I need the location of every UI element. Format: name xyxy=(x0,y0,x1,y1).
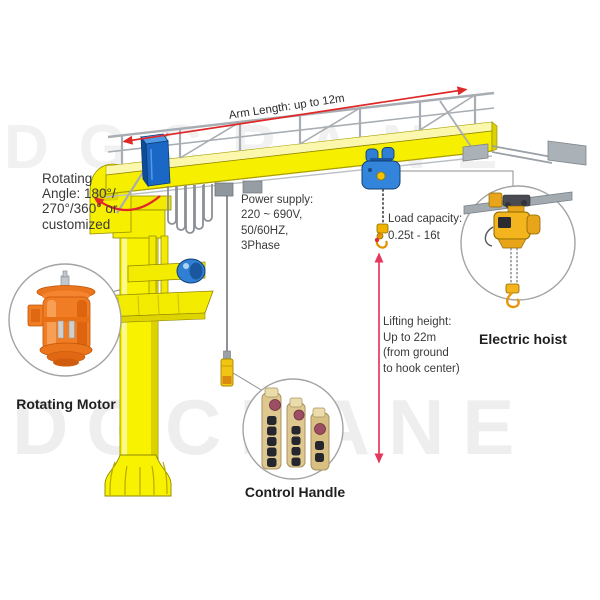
hoist-connector-line xyxy=(400,170,514,187)
rotating-angle-annotation: Rotating Angle: 180°/ 270°/360° or custo… xyxy=(42,171,117,232)
annotation-line: Power supply: xyxy=(241,194,314,206)
annotation-line: to hook center) xyxy=(383,362,460,375)
annotation-line: Rotating xyxy=(42,171,93,186)
annotation-line: 50/60HZ, xyxy=(241,224,289,237)
festoon-carrier xyxy=(214,182,234,197)
control-handle-image xyxy=(261,387,330,471)
load-capacity-annotation: Load capacity: 0.25t - 16t xyxy=(388,211,462,244)
annotation-line: Up to 22m xyxy=(383,331,437,344)
annotation-line: 270°/360° or xyxy=(42,201,118,217)
rail-end-block xyxy=(547,140,587,166)
control-handle-callout xyxy=(242,378,344,480)
rotating-motor-label: Rotating Motor xyxy=(16,396,116,412)
hook xyxy=(374,223,389,249)
festoon-clamp xyxy=(242,180,263,194)
festoon-cables xyxy=(167,182,234,234)
power-supply-annotation: Power supply: 220 ~ 690V, 50/60HZ, 3Phas… xyxy=(241,193,313,255)
electric-hoist-callout xyxy=(460,185,576,309)
annotation-line: 220 ~ 690V, xyxy=(241,209,303,222)
pendant-cable xyxy=(220,196,234,387)
annotation-line: (from ground xyxy=(383,347,449,359)
annotation-line: customized xyxy=(42,216,111,232)
electric-cabinet xyxy=(140,133,171,188)
slewing-drive-assembly xyxy=(89,163,214,324)
control-handle-label: Control Handle xyxy=(244,484,346,500)
annotation-line: 0.25t - 16t xyxy=(388,229,440,242)
annotation-line: Load capacity: xyxy=(388,213,463,225)
handle-connector-line xyxy=(232,372,264,392)
lifting-height-annotation: Lifting height: Up to 22m (from ground t… xyxy=(383,315,460,377)
column-base xyxy=(104,454,172,497)
electric-hoist-image xyxy=(463,191,573,309)
rotating-motor-image xyxy=(27,270,96,367)
end-stop xyxy=(462,143,489,162)
arm-length-arrow-icon xyxy=(122,86,468,145)
rotation-arrow-icon xyxy=(93,195,161,212)
electric-hoist-label: Electric hoist xyxy=(479,331,567,347)
annotation-line: Lifting height: xyxy=(383,316,452,328)
annotation-line: 3Phase xyxy=(241,240,281,253)
annotation-line: Angle: 180°/ xyxy=(42,186,116,202)
hoist-trolley xyxy=(361,147,401,226)
rotating-motor-callout xyxy=(8,263,122,377)
